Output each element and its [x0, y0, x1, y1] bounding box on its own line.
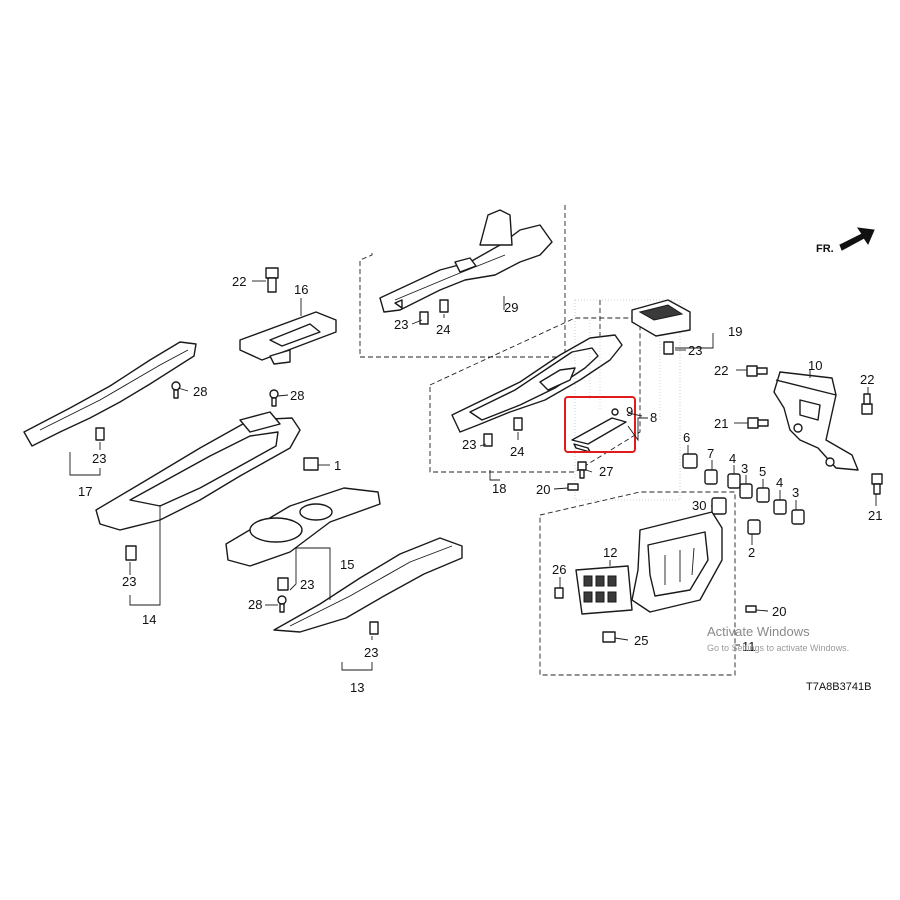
callout-2: 2	[748, 545, 755, 560]
switch-parts	[682, 453, 805, 535]
callout-30: 30	[692, 498, 706, 513]
tray-part-19	[631, 299, 691, 355]
activate-windows-title: Activate Windows	[707, 624, 810, 639]
callout-15: 15	[340, 557, 354, 572]
front-direction-arrow	[839, 227, 875, 251]
callout-10: 10	[808, 358, 822, 373]
screw-28-a	[171, 381, 181, 399]
callout-24: 24	[436, 322, 450, 337]
callout-23: 23	[300, 577, 314, 592]
callout-20: 20	[772, 604, 786, 619]
callout-11: 11	[742, 639, 756, 654]
bolt-21-right-a	[747, 417, 769, 429]
shift-bezel-part	[379, 209, 553, 313]
callout-9: 9	[626, 404, 633, 419]
callout-18: 18	[492, 481, 506, 496]
callout-8: 8	[650, 410, 657, 425]
callout-22: 22	[860, 372, 874, 387]
callout-20: 20	[536, 482, 550, 497]
callout-4: 4	[776, 475, 783, 490]
group-box-29	[359, 205, 566, 358]
upper-console-panel	[451, 334, 623, 447]
callout-19: 19	[728, 324, 742, 339]
callout-29: 29	[504, 300, 518, 315]
callout-21: 21	[868, 508, 882, 523]
side-panel-17	[23, 341, 197, 447]
red-highlight-box	[564, 396, 636, 453]
screw-27	[577, 461, 587, 479]
screw-20-a	[567, 483, 579, 491]
group-box-18	[429, 317, 641, 473]
callout-7: 7	[707, 446, 714, 461]
highlighted-part-8	[571, 408, 627, 453]
callout-23: 23	[688, 343, 702, 358]
bolt-22-right-b	[861, 393, 873, 415]
callout-5: 5	[759, 464, 766, 479]
callout-16: 16	[294, 282, 308, 297]
callout-28: 28	[290, 388, 304, 403]
callout-26: 26	[552, 562, 566, 577]
callout-23: 23	[122, 574, 136, 589]
bracket-part-10	[773, 371, 859, 471]
side-panel-13	[273, 537, 463, 635]
callout-23: 23	[92, 451, 106, 466]
callout-24: 24	[510, 444, 524, 459]
group-box-11	[539, 491, 736, 676]
small-parts-25-26	[554, 587, 616, 643]
callout-labels: 22 16 28 28 23 17 1 23 14 28 23 15 23 13…	[78, 274, 882, 695]
console-frame-14	[95, 411, 319, 561]
callout-22: 22	[714, 363, 728, 378]
bolt-21-right-b	[871, 473, 883, 495]
activate-windows-subtitle: Go to Settings to activate Windows.	[707, 643, 849, 653]
leader-lines	[69, 280, 877, 671]
callout-27: 27	[599, 464, 613, 479]
floor-bracket-15	[225, 487, 381, 591]
screw-28-c	[277, 595, 287, 613]
console-body-11	[631, 511, 723, 613]
callout-12: 12	[603, 545, 617, 560]
front-direction-label: FR.	[816, 243, 834, 255]
callout-28: 28	[193, 384, 207, 399]
callout-23: 23	[364, 645, 378, 660]
callout-17: 17	[78, 484, 92, 499]
callout-21: 21	[714, 416, 728, 431]
callout-3: 3	[741, 461, 748, 476]
callout-13: 13	[350, 680, 364, 695]
callout-22: 22	[232, 274, 246, 289]
screw-28-b	[269, 389, 279, 407]
switch-panel-12	[575, 565, 633, 615]
diagram-code: T7A8B3741B	[806, 681, 871, 693]
bolt-22-left	[265, 267, 279, 293]
screw-20-b	[745, 605, 757, 613]
callout-14: 14	[142, 612, 156, 627]
callout-23: 23	[462, 437, 476, 452]
callout-1: 1	[334, 458, 341, 473]
callout-3: 3	[792, 485, 799, 500]
callout-25: 25	[634, 633, 648, 648]
bracket-part-16	[239, 311, 337, 365]
callout-4: 4	[729, 451, 736, 466]
bolt-22-right-a	[746, 365, 768, 377]
callout-28: 28	[248, 597, 262, 612]
clip-parts-29	[419, 299, 449, 325]
callout-6: 6	[683, 430, 690, 445]
callout-23: 23	[394, 317, 408, 332]
